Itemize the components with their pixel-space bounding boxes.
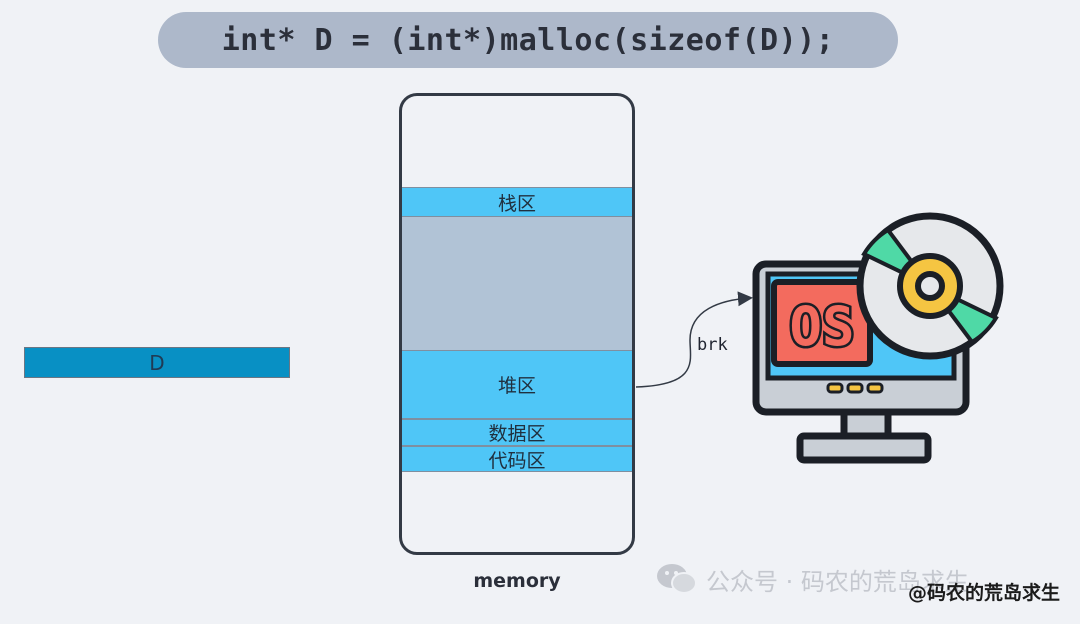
variable-d-box: D [24,347,290,378]
memory-label: memory [473,570,561,592]
variable-d-label: D [149,350,165,375]
heap-region-label: 堆区 [497,375,536,397]
os-text: OS [789,295,854,358]
author-credit: @码农的荒岛求生 [907,582,1060,604]
data-region: 数据区 [402,419,632,446]
brk-label: brk [697,335,728,355]
data-region-label: 数据区 [488,423,546,445]
stack-region: 栈区 [402,187,632,217]
watermark: 公众号 · 码农的荒岛求生 [656,561,969,597]
code-region-label: 代码区 [488,449,546,472]
stack-region-label: 栈区 [497,192,536,215]
os-computer-icon: OS [752,212,1004,464]
heap-region: 堆区 [402,350,632,419]
wechat-icon [657,564,697,594]
free-space-region [402,217,632,350]
memory-block: 栈区 堆区 数据区 代码区 [399,93,635,555]
watermark-text: 公众号 · 码农的荒岛求生 [706,567,969,596]
code-statement: int* D = (int*)malloc(sizeof(D)); [158,12,898,68]
code-region: 代码区 [402,446,632,472]
